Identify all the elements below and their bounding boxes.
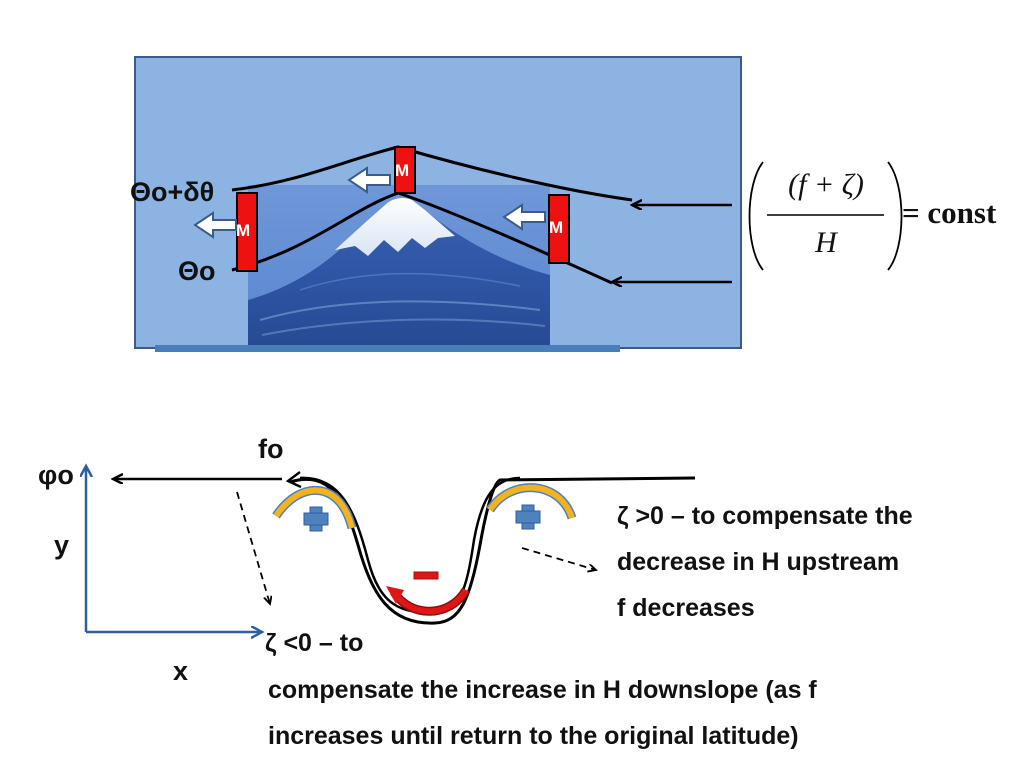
dashed-arrow-downslope [236, 491, 270, 604]
column-right [548, 194, 570, 264]
phi-label: φo [38, 460, 74, 490]
panel-ground-bar [155, 345, 620, 352]
upstream-text-line-2: decrease in H upstream [617, 548, 900, 576]
column-left [236, 192, 258, 272]
mountain-photo [248, 185, 550, 345]
trajectory-start-arrowhead [285, 471, 302, 489]
downslope-text-line-1: ζ <0 – to [265, 629, 364, 657]
x-axis-label: x [173, 656, 189, 686]
equation-denominator: H [815, 226, 837, 259]
equation-left-paren [748, 161, 764, 271]
vorticity-arc-bottom-fill [391, 588, 469, 615]
motion-arrow-top [347, 166, 391, 194]
plus-sign-left [303, 506, 329, 532]
minus-sign [413, 571, 439, 580]
vorticity-arc-left-fill [273, 487, 355, 529]
fo-label: fo [258, 434, 284, 464]
downslope-text-line-3: increases until return to the original l… [268, 722, 799, 750]
downslope-text-line-2: compensate the increase in H downslope (… [268, 676, 817, 704]
motion-arrow-right [502, 203, 546, 231]
column-left-label: M [236, 221, 251, 240]
vorticity-arc-bottom-arrowhead [386, 586, 404, 604]
equation-right-paren [887, 161, 903, 271]
upstream-text-line-1: ζ >0 – to compensate the [617, 502, 913, 530]
y-axis-label: y [54, 530, 70, 560]
vorticity-arc-right-fill [487, 484, 575, 520]
dashed-arrow-upstream [521, 547, 596, 570]
motion-arrow-left [193, 211, 237, 239]
theta-upper-label: Θo+δθ [130, 177, 215, 207]
theta-lower-label: Θo [178, 256, 216, 286]
plus-sign-right [515, 504, 541, 530]
column-right-label: M [549, 218, 564, 237]
equation-numerator: (f + ζ) [788, 168, 864, 201]
upstream-text-line-3: f decreases [617, 594, 755, 622]
column-top [394, 146, 416, 194]
column-top-label: M [395, 161, 410, 180]
equation-rhs: = const [902, 195, 997, 230]
